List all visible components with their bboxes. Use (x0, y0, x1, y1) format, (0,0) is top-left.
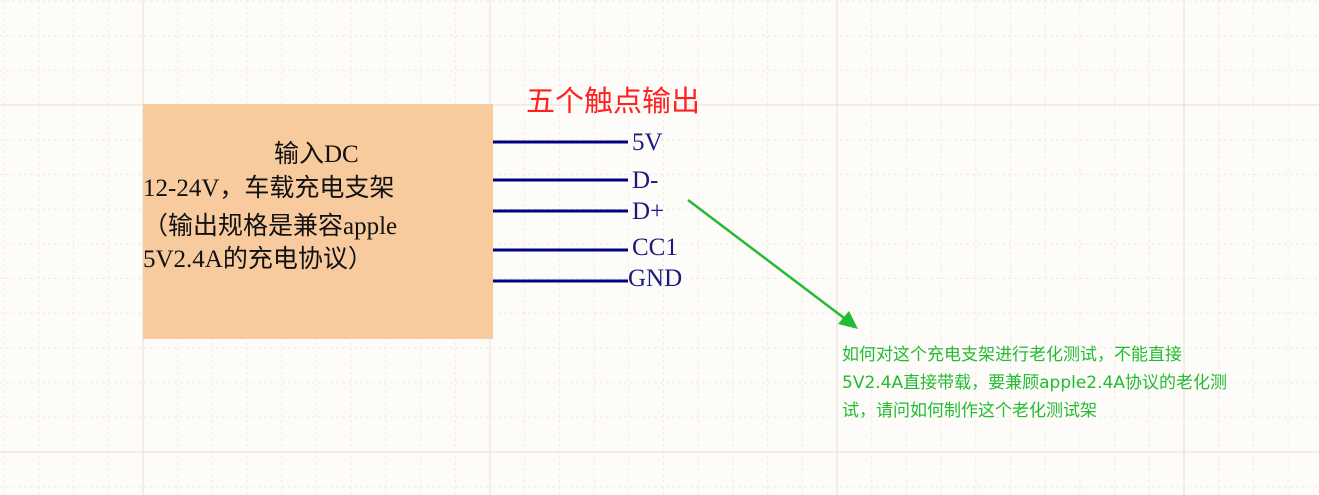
block-line-3: （输出规格是兼容apple (143, 213, 398, 240)
note-line-1: 如何对这个充电支架进行老化测试，不能直接 (842, 345, 1182, 365)
block-line-2: 12-24V，车载充电支架 (143, 175, 395, 202)
note-line-3: 试，请问如何制作这个老化测试架 (842, 401, 1097, 421)
wires (493, 140, 628, 283)
pin-label-d-plus: D+ (632, 198, 665, 225)
note-text: 如何对这个充电支架进行老化测试，不能直接 5V2.4A直接带载，要兼顾apple… (842, 341, 1227, 425)
charger-block[interactable] (143, 104, 493, 339)
pin-label-d-minus: D- (632, 167, 659, 194)
title-label: 五个触点输出 (526, 84, 701, 118)
pin-label-cc1: CC1 (632, 234, 678, 261)
pin-label-5v: 5V (632, 129, 663, 156)
block-line-4: 5V2.4A的充电协议） (143, 246, 373, 273)
arrow-head-icon (838, 311, 858, 329)
block-line-1: 输入DC (274, 141, 359, 168)
arrow-line (687, 199, 849, 322)
pin-label-gnd: GND (628, 265, 683, 292)
note-line-2: 5V2.4A直接带载，要兼顾apple2.4A协议的老化测 (842, 373, 1227, 393)
